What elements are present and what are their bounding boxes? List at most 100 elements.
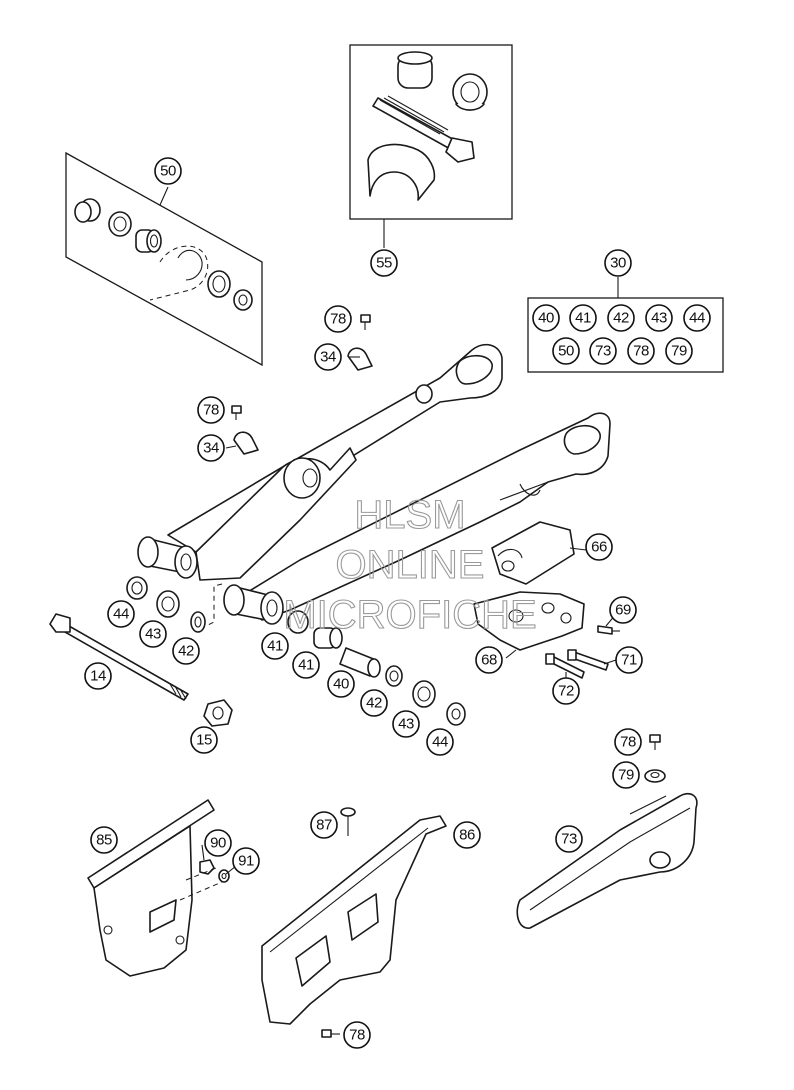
svg-text:44: 44	[432, 734, 448, 751]
callout-78: 78	[324, 305, 352, 333]
svg-text:79: 79	[671, 343, 687, 360]
watermark-line-2: ONLINE	[336, 543, 485, 587]
spacer-bushing-part	[397, 51, 433, 89]
kit30-item-42: 42	[607, 304, 635, 332]
callout-34: 34	[314, 343, 342, 371]
svg-text:41: 41	[298, 657, 314, 674]
svg-text:71: 71	[621, 652, 637, 669]
chain-guide-slider-66	[491, 521, 575, 585]
watermark-line-1: HLSM	[354, 493, 465, 537]
rivet-87	[340, 807, 356, 836]
screw-78d	[321, 1029, 340, 1038]
pivot-axle-14	[49, 613, 189, 701]
pivot-hardware-right	[287, 610, 466, 726]
callout-44: 44	[426, 728, 454, 756]
kit-50-panel	[65, 151, 263, 367]
svg-text:91: 91	[238, 853, 254, 870]
callout-78: 78	[343, 1021, 371, 1049]
callout-42: 42	[360, 689, 388, 717]
callout-15: 15	[190, 726, 218, 754]
kit30-item-78: 78	[627, 337, 655, 365]
pivot-hardware-left	[49, 576, 233, 727]
svg-text:87: 87	[316, 817, 332, 834]
svg-text:73: 73	[561, 831, 577, 848]
washer-42b	[385, 665, 403, 687]
washer-91	[218, 869, 230, 883]
svg-text:55: 55	[376, 255, 392, 272]
pivot-tube-right	[223, 584, 284, 625]
bearing-43a	[156, 590, 180, 618]
svg-text:30: 30	[610, 255, 626, 272]
svg-text:78: 78	[620, 734, 636, 751]
callout-72: 72	[552, 677, 580, 705]
callout-90: 90	[204, 829, 232, 857]
callout-85: 85	[90, 826, 118, 854]
spacer-washer-part	[233, 289, 253, 311]
callout-42: 42	[172, 637, 200, 665]
callout-14: 14	[84, 662, 112, 690]
seal-ring-part	[108, 211, 132, 237]
bolt-72	[545, 653, 585, 679]
callout-30: 30	[604, 249, 632, 277]
swingarm	[137, 343, 611, 627]
washer-42a	[190, 611, 206, 633]
screw-69	[597, 625, 620, 635]
seal-44a	[126, 576, 148, 600]
callout-86: 86	[453, 821, 481, 849]
callout-79: 79	[612, 761, 640, 789]
callout-55: 55	[370, 249, 398, 277]
svg-text:79: 79	[618, 767, 634, 784]
callout-78: 78	[197, 396, 225, 424]
svg-text:14: 14	[90, 668, 106, 685]
svg-text:73: 73	[595, 343, 611, 360]
chain-slider-73	[516, 792, 698, 929]
bolt-71	[567, 649, 609, 671]
washer-79	[644, 769, 666, 783]
bearing-part	[452, 73, 488, 111]
svg-text:42: 42	[613, 310, 629, 327]
svg-text:72: 72	[558, 683, 574, 700]
seal-ring-part	[207, 270, 231, 298]
callout-87: 87	[310, 811, 338, 839]
callout-41: 41	[292, 651, 320, 679]
svg-text:44: 44	[113, 606, 129, 623]
callout-78: 78	[614, 728, 642, 756]
kit30-item-79: 79	[665, 337, 693, 365]
callout-34: 34	[197, 434, 225, 462]
svg-text:43: 43	[651, 310, 667, 327]
pivot-tube-left	[137, 536, 198, 579]
kit30-item-43: 43	[645, 304, 673, 332]
bearing-43b	[412, 680, 436, 708]
svg-text:43: 43	[398, 716, 414, 733]
svg-text:68: 68	[481, 652, 497, 669]
needle-bearing-part	[135, 229, 162, 253]
svg-text:86: 86	[459, 827, 475, 844]
nut-15	[203, 699, 233, 727]
svg-text:43: 43	[145, 626, 161, 643]
chain-guide-plate-68	[473, 591, 585, 651]
svg-text:34: 34	[203, 440, 219, 457]
svg-text:34: 34	[320, 349, 336, 366]
svg-text:66: 66	[591, 539, 607, 556]
svg-text:40: 40	[333, 676, 349, 693]
kit30-item-44: 44	[683, 304, 711, 332]
chain-guard-86	[261, 815, 447, 1025]
callout-66: 66	[585, 533, 613, 561]
chain-guard-85	[87, 799, 215, 977]
kit30-item-41: 41	[569, 304, 597, 332]
shock-bolt-part	[372, 95, 475, 163]
bushing-half-part	[367, 143, 436, 201]
callout-43: 43	[392, 710, 420, 738]
svg-text:42: 42	[178, 643, 194, 660]
needle-bearing-41b	[313, 627, 343, 649]
bushing-part	[74, 198, 101, 223]
watermark: HLSM ONLINE MICROFICHE	[283, 492, 537, 637]
watermark-line-3: MICROFICHE	[283, 593, 536, 637]
svg-text:69: 69	[615, 602, 631, 619]
callout-44: 44	[107, 600, 135, 628]
nut-90	[199, 859, 215, 875]
svg-text:90: 90	[210, 835, 226, 852]
svg-text:44: 44	[689, 310, 705, 327]
callout-91: 91	[232, 847, 260, 875]
